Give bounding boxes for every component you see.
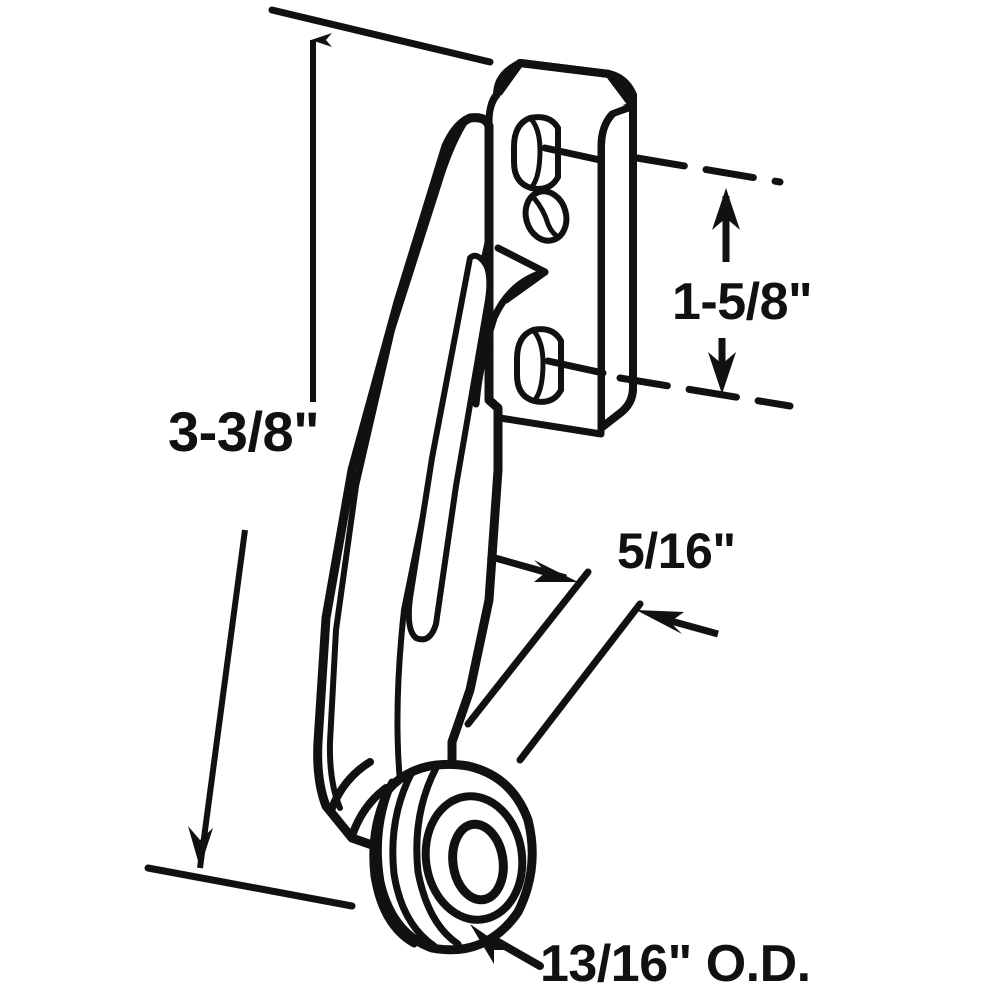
lower-mounting-slot bbox=[514, 326, 564, 405]
arm-fork-tips bbox=[328, 758, 390, 840]
lower-slot-centerline bbox=[544, 357, 607, 377]
hole-spacing-ext-top bbox=[633, 154, 784, 186]
roller-wheel bbox=[369, 759, 537, 955]
overall-length-ext-bottom bbox=[144, 864, 356, 910]
dimension-label-overall-length: 3-3/8" bbox=[168, 400, 320, 463]
arm-groove bbox=[405, 252, 493, 643]
dimension-overall-length bbox=[144, 6, 494, 910]
dimension-label-wheel-od: 13/16" O.D. bbox=[540, 935, 811, 993]
dimension-wheel-od bbox=[470, 924, 544, 970]
dimension-label-hole-spacing: 1-5/8" bbox=[672, 273, 813, 331]
arm-thickness-ext-left bbox=[464, 568, 592, 728]
overall-length-dim-line-lower bbox=[197, 529, 248, 869]
hole-spacing-ext-bottom bbox=[616, 374, 794, 410]
upper-mounting-slot bbox=[511, 114, 561, 192]
overall-length-ext-top bbox=[268, 6, 494, 66]
upper-slot-centerline bbox=[541, 144, 604, 164]
arm-gusset bbox=[472, 244, 549, 408]
dimension-hole-spacing bbox=[616, 154, 794, 410]
dimension-arm-thickness bbox=[464, 552, 719, 764]
dimension-label-arm-thickness: 5/16" bbox=[617, 523, 736, 579]
arm-thickness-ext-right bbox=[516, 600, 644, 764]
roller-wheel-bore bbox=[448, 819, 508, 905]
middle-mounting-hole bbox=[522, 188, 570, 244]
roller-arm bbox=[313, 113, 503, 857]
wheel-od-leader bbox=[494, 938, 544, 970]
